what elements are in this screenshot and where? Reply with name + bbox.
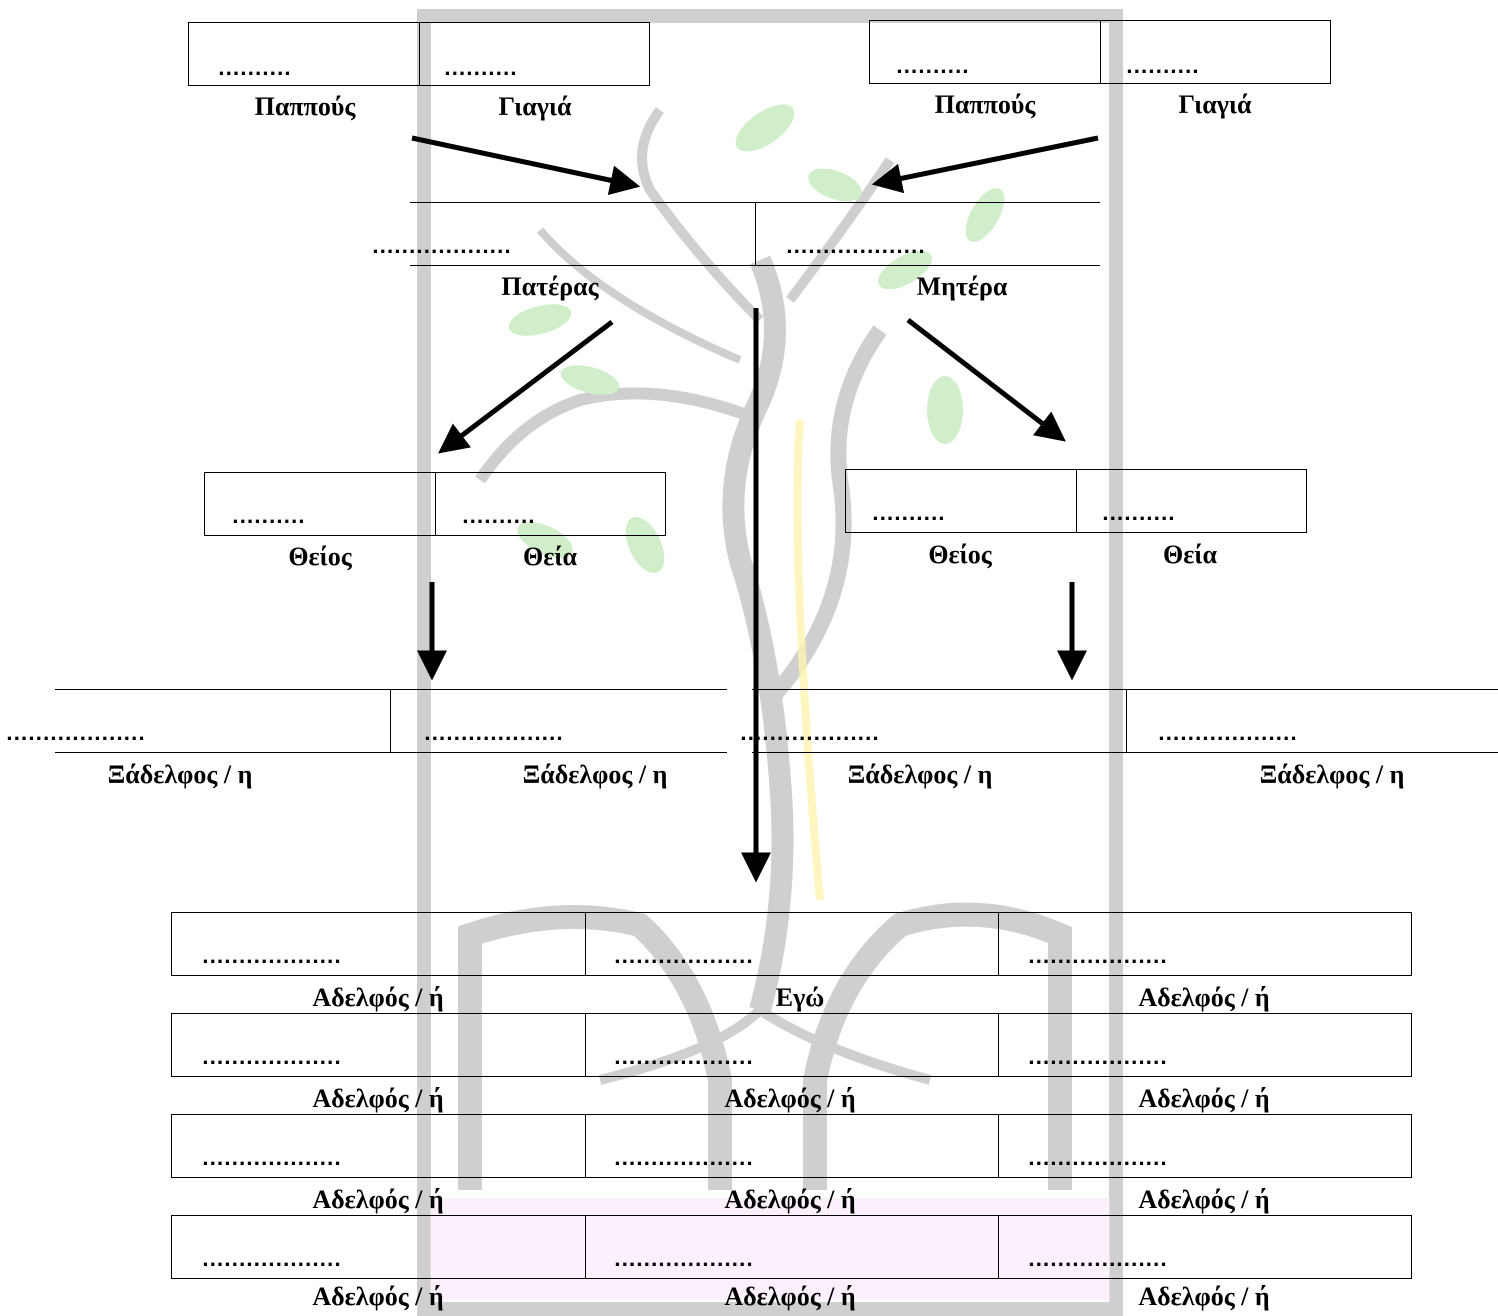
me-label: Εγώ	[775, 983, 825, 1012]
grandmother-right-dots: ..........	[1126, 57, 1200, 78]
cousin-1-label: Ξάδελφος / η	[107, 760, 253, 789]
cousins-right-bottom-line	[752, 752, 1498, 753]
sibling-3-2-dots: ...................	[614, 1149, 754, 1170]
sibling-3-3-dots: ...................	[1028, 1149, 1168, 1170]
me-dots: ...................	[614, 947, 754, 968]
sibling-1-3-dots: ...................	[1028, 947, 1168, 968]
cousins-left-top-line	[55, 689, 727, 690]
grandfather-left-label: Παππούς	[254, 92, 356, 121]
grandfather-left-dots: ..........	[218, 59, 292, 80]
grandparents-right-box	[869, 20, 1331, 84]
sibling-3-1-dots: ...................	[202, 1149, 342, 1170]
grandparents-left-box	[188, 22, 650, 86]
cousin-3-dots[interactable]: ...................	[740, 724, 880, 745]
parents-divider	[755, 202, 756, 265]
cousin-4-label: Ξάδελφος / η	[1259, 760, 1405, 789]
cousin-3-label: Ξάδελφος / η	[847, 760, 993, 789]
uncle-left-dots: ..........	[232, 507, 306, 528]
sibling-3-3-label: Αδελφός / ή	[1138, 1185, 1270, 1214]
sibling-4-2-cell[interactable]	[585, 1216, 998, 1278]
sibling-3-1-label: Αδελφός / ή	[312, 1185, 444, 1214]
sibling-4-2-label: Αδελφός / ή	[724, 1282, 856, 1311]
siblings-row-4	[171, 1215, 1412, 1279]
sibling-2-2-label: Αδελφός / ή	[724, 1084, 856, 1113]
cousin-2-label: Ξάδελφος / η	[522, 760, 668, 789]
sibling-2-1-dots: ...................	[202, 1048, 342, 1069]
aunt-right-dots: ..........	[1102, 504, 1176, 525]
grandfather-right-label: Παππούς	[934, 90, 1036, 119]
cousin-4-dots[interactable]: ...................	[1158, 724, 1298, 745]
sibling-2-1-label: Αδελφός / ή	[312, 1084, 444, 1113]
sibling-2-2-cell[interactable]	[585, 1014, 998, 1076]
sibling-1-1-label: Αδελφός / ή	[312, 983, 444, 1012]
sibling-1-3-cell[interactable]	[998, 913, 1411, 975]
cousins-left-bottom-line	[55, 752, 727, 753]
aunt-left-cell[interactable]	[435, 473, 665, 535]
aunt-right-label: Θεία	[1163, 540, 1217, 569]
me-cell[interactable]	[585, 913, 998, 975]
sibling-1-1-dots: ...................	[202, 947, 342, 968]
sibling-4-1-dots: ...................	[202, 1250, 342, 1271]
sibling-1-3-label: Αδελφός / ή	[1138, 983, 1270, 1012]
aunt-left-dots: ..........	[462, 507, 536, 528]
uncle-aunt-left-box	[204, 472, 666, 536]
grandfather-right-dots: ..........	[896, 57, 970, 78]
grandmother-left-label: Γιαγιά	[498, 92, 572, 121]
sibling-3-3-cell[interactable]	[998, 1115, 1411, 1177]
siblings-row-2	[171, 1013, 1412, 1077]
uncle-right-dots: ..........	[872, 504, 946, 525]
siblings-row-1	[171, 912, 1412, 976]
grandmother-right-cell[interactable]	[1100, 21, 1330, 83]
aunt-right-cell[interactable]	[1076, 470, 1306, 532]
cousin-2-dots[interactable]: ...................	[424, 724, 564, 745]
sibling-3-2-label: Αδελφός / ή	[724, 1185, 856, 1214]
sibling-4-1-label: Αδελφός / ή	[312, 1282, 444, 1311]
grandmother-left-dots: ..........	[444, 59, 518, 80]
father-label: Πατέρας	[501, 272, 599, 301]
mother-dots[interactable]: ...................	[786, 237, 926, 258]
grandmother-left-cell[interactable]	[419, 23, 649, 85]
siblings-row-3	[171, 1114, 1412, 1178]
father-dots[interactable]: ...................	[372, 237, 512, 258]
grandmother-right-label: Γιαγιά	[1178, 90, 1252, 119]
sibling-3-2-cell[interactable]	[585, 1115, 998, 1177]
sibling-2-3-label: Αδελφός / ή	[1138, 1084, 1270, 1113]
uncle-aunt-right-box	[845, 469, 1307, 533]
cousin-1-dots[interactable]: ...................	[6, 724, 146, 745]
uncle-left-label: Θείος	[288, 542, 352, 571]
cousins-left-divider	[390, 689, 391, 752]
sibling-4-3-label: Αδελφός / ή	[1138, 1282, 1270, 1311]
cousins-right-divider	[1126, 689, 1127, 752]
sibling-2-2-dots: ...................	[614, 1048, 754, 1069]
sibling-2-3-cell[interactable]	[998, 1014, 1411, 1076]
sibling-4-3-cell[interactable]	[998, 1216, 1411, 1278]
parents-bottom-line	[410, 265, 1100, 266]
uncle-right-label: Θείος	[928, 540, 992, 569]
sibling-4-3-dots: ...................	[1028, 1250, 1168, 1271]
sibling-4-2-dots: ...................	[614, 1250, 754, 1271]
cousins-right-top-line	[752, 689, 1498, 690]
sibling-2-3-dots: ...................	[1028, 1048, 1168, 1069]
aunt-left-label: Θεία	[523, 542, 577, 571]
mother-label: Μητέρα	[916, 272, 1008, 301]
